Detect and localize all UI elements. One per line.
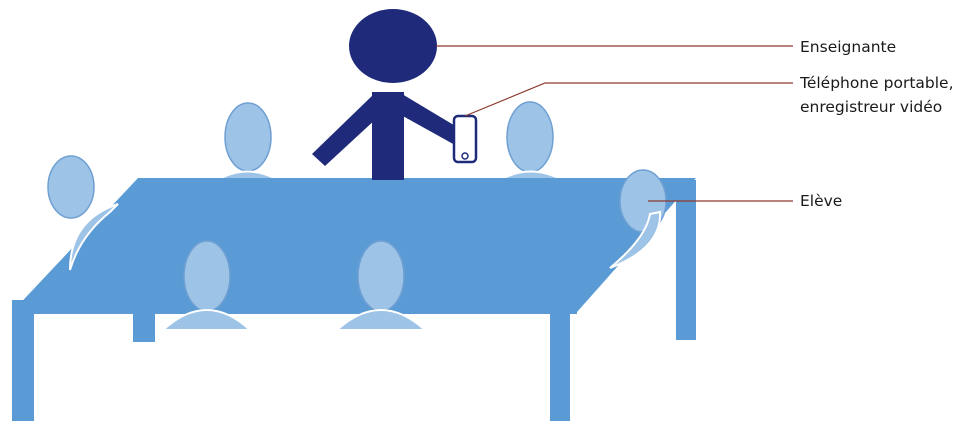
student-label: Elève — [800, 192, 842, 210]
table-top — [12, 178, 696, 312]
table-front-edge — [12, 302, 577, 314]
table-leg — [550, 300, 570, 421]
student-head — [507, 102, 553, 172]
student-head — [358, 241, 404, 311]
teacher-label: Enseignante — [800, 38, 896, 56]
student-head — [184, 241, 230, 311]
labels: Enseignante Téléphone portable, enregist… — [799, 38, 954, 210]
table-leg — [12, 300, 34, 421]
device-label-line1: Téléphone portable, — [799, 74, 954, 92]
student-head — [225, 103, 271, 171]
table-leg — [676, 180, 696, 340]
teacher-body-over-table — [372, 150, 404, 180]
leader-lines — [436, 46, 793, 201]
teacher-head — [349, 9, 437, 83]
student-back-right — [488, 102, 575, 188]
device-label-line2: enregistreur vidéo — [800, 98, 942, 116]
phone-icon — [454, 116, 476, 162]
student-back-left — [206, 103, 290, 188]
student-head — [48, 156, 94, 218]
